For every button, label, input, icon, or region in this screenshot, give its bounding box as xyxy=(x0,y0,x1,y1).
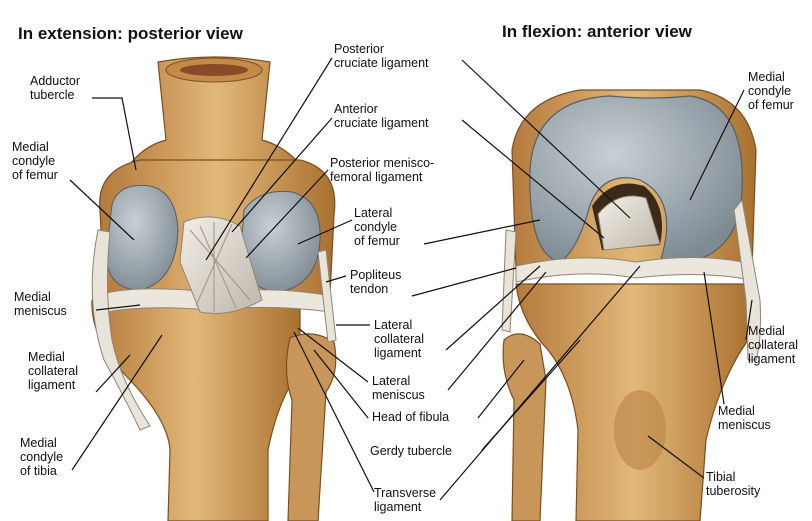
label-lateral-meniscus: Lateral meniscus xyxy=(372,374,425,402)
label-medial-condyle-femur-left: Medial condyle of femur xyxy=(12,140,58,182)
label-head-of-fibula: Head of fibula xyxy=(372,410,449,424)
label-transverse-ligament: Transverse ligament xyxy=(374,486,436,514)
label-medial-collateral-left: Medial collateral ligament xyxy=(28,350,78,392)
anterior-knee xyxy=(502,90,761,521)
label-posterior-cruciate: Posterior cruciate ligament xyxy=(334,42,429,70)
leader-popliteus-tendon-right xyxy=(412,268,516,296)
label-tibial-tuberosity: Tibial tuberosity xyxy=(706,470,760,498)
label-lateral-collateral: Lateral collateral ligament xyxy=(374,318,424,360)
label-medial-meniscus-right: Medial meniscus xyxy=(718,404,771,432)
posterior-view-heading: In extension: posterior view xyxy=(18,24,243,44)
tibia-left xyxy=(92,300,300,521)
label-adductor-tubercle: Adductor tubercle xyxy=(30,74,80,102)
leader-adductor-tubercle xyxy=(92,98,136,170)
fibula-right xyxy=(503,334,546,521)
label-gerdy-tubercle: Gerdy tubercle xyxy=(370,444,452,458)
label-anterior-cruciate: Anterior cruciate ligament xyxy=(334,102,429,130)
label-popliteus-tendon: Popliteus tendon xyxy=(350,268,401,296)
label-medial-condyle-femur-right: Medial condyle of femur xyxy=(748,70,794,112)
label-medial-meniscus-left: Medial meniscus xyxy=(14,290,67,318)
label-medial-condyle-tibia: Medial condyle of tibia xyxy=(20,436,63,478)
anterior-view-heading: In flexion: anterior view xyxy=(502,22,692,42)
posterior-knee xyxy=(92,57,336,521)
label-lateral-condyle-femur: Lateral condyle of femur xyxy=(354,206,400,248)
fibula-left xyxy=(286,334,335,521)
label-posterior-meniscofemoral: Posterior menisco- femoral ligament xyxy=(330,156,434,184)
label-medial-collateral-right: Medial collateral ligament xyxy=(748,324,798,366)
